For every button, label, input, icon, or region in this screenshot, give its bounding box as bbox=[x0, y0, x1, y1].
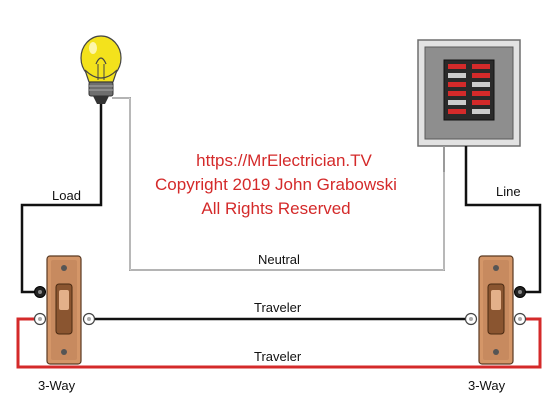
load-label: Load bbox=[52, 188, 81, 203]
breaker-rows bbox=[448, 64, 490, 114]
traveler-label-top: Traveler bbox=[254, 300, 302, 315]
load-wire bbox=[20, 104, 103, 294]
switch-left-label: 3-Way bbox=[38, 378, 76, 393]
line-wire bbox=[464, 172, 542, 294]
switch-right-label: 3-Way bbox=[468, 378, 506, 393]
light-bulb-icon bbox=[80, 35, 122, 104]
line-label: Line bbox=[496, 184, 521, 199]
traveler-wire-red bbox=[16, 317, 542, 369]
traveler-label-bottom: Traveler bbox=[254, 349, 302, 364]
watermark-url: https://MrElectrician.TV bbox=[196, 151, 372, 170]
three-way-switch-right bbox=[464, 255, 527, 365]
neutral-label: Neutral bbox=[258, 252, 300, 267]
breaker-panel-icon bbox=[417, 39, 521, 172]
watermark-rights: All Rights Reserved bbox=[201, 199, 350, 218]
three-way-switch-left bbox=[33, 255, 96, 365]
watermark-copyright: Copyright 2019 John Grabowski bbox=[155, 175, 397, 194]
